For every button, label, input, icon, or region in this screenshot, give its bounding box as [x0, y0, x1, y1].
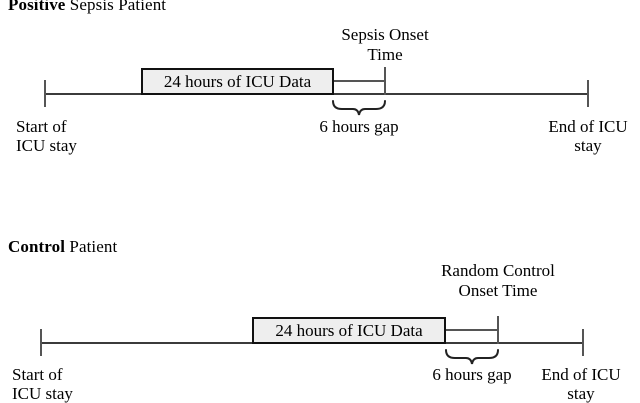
panel-title-light-control: Patient [65, 237, 118, 256]
onset-time-label-control: Random Control Onset Time [413, 261, 583, 301]
gap-brace-positive [331, 99, 387, 117]
onset-time-label-line1-control: Random Control [441, 261, 555, 280]
start-label-line1-control: Start of [12, 365, 63, 384]
start-label-line1-positive: Start of [16, 117, 67, 136]
icu-data-box-control: 24 hours of ICU Data [252, 317, 446, 344]
icu-data-box-label-positive: 24 hours of ICU Data [163, 72, 312, 91]
onset-time-label-line2-positive: Time [367, 45, 403, 64]
icu-data-box-positive: 24 hours of ICU Data [141, 68, 334, 95]
onset-time-tick-positive [384, 67, 386, 95]
start-of-icu-stay-label-positive: Start of ICU stay [16, 117, 77, 155]
panel-title-strong-positive: Positive [8, 0, 66, 14]
onset-time-tick-control [497, 316, 499, 344]
gap-connector-positive [333, 80, 385, 82]
end-of-icu-stay-label-control: End of ICU stay [527, 365, 635, 403]
icu-data-box-label-control: 24 hours of ICU Data [275, 321, 423, 340]
start-label-line2-positive: ICU stay [16, 136, 77, 155]
end-label-line2-positive: stay [574, 136, 602, 155]
start-label-line2-control: ICU stay [12, 384, 73, 403]
timeline-start-tick-control [40, 329, 42, 356]
panel-title-light-positive: Sepsis Patient [65, 0, 167, 14]
panel-title-positive: Positive Sepsis Patient [8, 0, 166, 14]
gap-brace-control [444, 348, 500, 366]
onset-time-label-line2-control: Onset Time [458, 281, 538, 300]
start-of-icu-stay-label-control: Start of ICU stay [12, 365, 73, 403]
timeline-start-tick-positive [44, 80, 46, 107]
end-label-line1-control: End of ICU [541, 365, 621, 384]
end-of-icu-stay-label-positive: End of ICU stay [528, 117, 640, 155]
timeline-end-tick-control [582, 329, 584, 356]
timeline-end-tick-positive [587, 80, 589, 107]
end-label-line2-control: stay [567, 384, 595, 403]
end-label-line1-positive: End of ICU [548, 117, 628, 136]
gap-label-control: 6 hours gap [432, 365, 512, 384]
onset-time-label-positive: Sepsis Onset Time [310, 25, 460, 65]
gap-label-positive: 6 hours gap [319, 117, 399, 136]
gap-connector-control [445, 329, 498, 331]
panel-title-control: Control Patient [8, 238, 117, 256]
panel-title-strong-control: Control [8, 237, 66, 256]
onset-time-label-line1-positive: Sepsis Onset [341, 25, 429, 44]
